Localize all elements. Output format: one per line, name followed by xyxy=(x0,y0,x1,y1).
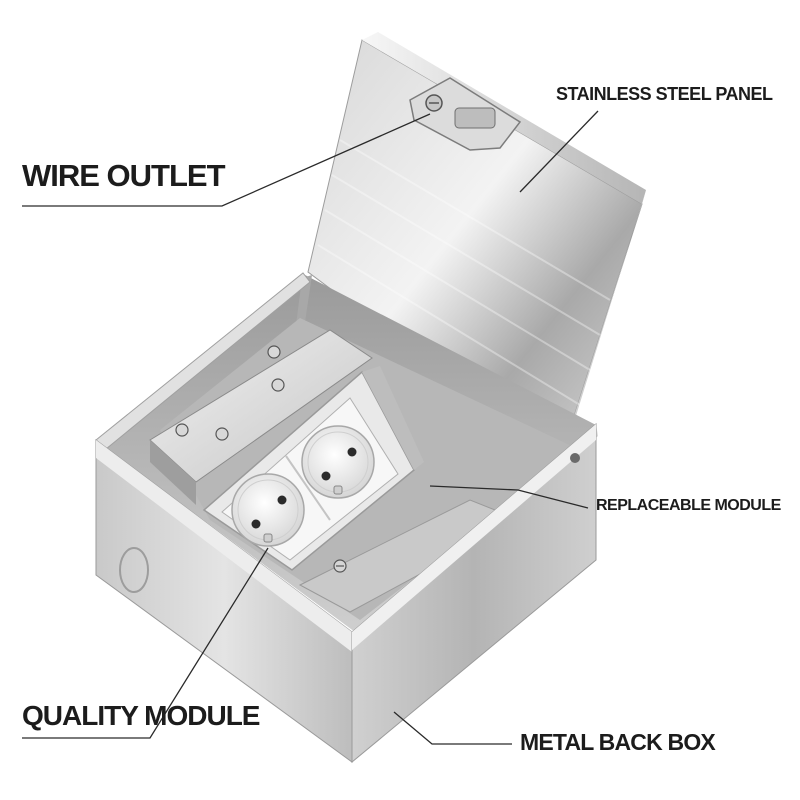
rim-screw-icon xyxy=(570,453,580,463)
socket-module xyxy=(202,366,424,571)
leader-lines xyxy=(22,110,599,745)
module-mounting-plate xyxy=(149,329,373,505)
label-replaceable-module: REPLACEABLE MODULE xyxy=(596,497,781,514)
label-stainless-steel-panel: STAINLESS STEEL PANEL xyxy=(556,84,773,104)
leader-line-quality-module xyxy=(22,547,269,739)
french-socket-icon xyxy=(231,473,305,547)
leader-line-steel-panel xyxy=(519,110,599,193)
leader-line-metal-back-box xyxy=(393,711,512,745)
screw-icon xyxy=(215,427,229,441)
label-quality-module: QUALITY MODULE xyxy=(22,700,260,731)
screw-icon xyxy=(175,423,189,437)
screw-icon xyxy=(267,345,281,359)
leader-line-replaceable-module xyxy=(429,485,589,509)
label-metal-back-box: METAL BACK BOX xyxy=(520,729,716,755)
label-wire-outlet: WIRE OUTLET xyxy=(22,158,226,193)
knockout-hole-icon xyxy=(119,547,149,593)
french-socket-icon xyxy=(301,425,375,499)
lid-hinge-bracket xyxy=(409,77,522,151)
leader-line-wire-outlet xyxy=(22,113,431,207)
screw-icon xyxy=(271,378,285,392)
metal-back-box xyxy=(95,272,598,764)
